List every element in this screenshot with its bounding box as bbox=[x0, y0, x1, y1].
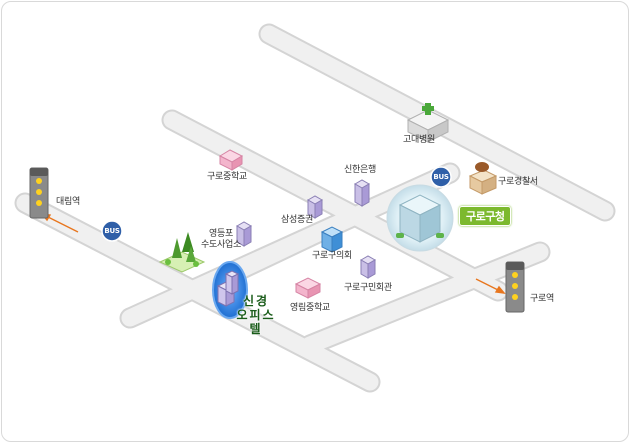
landmark-label-waterworks-line2: 수도사업소 bbox=[201, 240, 241, 250]
bank-building-icon bbox=[353, 179, 371, 207]
landmark-label-middle-school: 구로중학교 bbox=[207, 172, 247, 182]
destination-label: 신경 오피스텔 bbox=[231, 294, 281, 336]
district-office-icon bbox=[386, 184, 454, 252]
civic-hall-building-icon bbox=[359, 255, 377, 279]
destination-label-line2: 오피스텔 bbox=[236, 308, 276, 336]
landmark-label-securities: 삼성증권 bbox=[281, 215, 313, 225]
bus-stop-icon-right bbox=[430, 166, 452, 188]
hospital-building-icon bbox=[406, 103, 450, 143]
bus-stop-icon-left bbox=[101, 220, 123, 242]
landmark-label-bank: 신한은행 bbox=[344, 165, 376, 175]
destination-label-line1: 신경 bbox=[242, 294, 270, 308]
landmark-label-council: 구로구의회 bbox=[312, 251, 352, 261]
direction-arrow-right bbox=[475, 278, 506, 294]
park-trees-icon bbox=[158, 232, 206, 273]
school-building-icon-2 bbox=[294, 277, 322, 299]
landmark-label-hospital: 고대병원 bbox=[403, 135, 435, 145]
bus-stop-label: BUS bbox=[104, 227, 120, 235]
landmark-label-civic-hall: 구로구민회관 bbox=[344, 283, 392, 293]
destination-marker-icon bbox=[212, 261, 248, 319]
landmark-label-waterworks: 영등포 수도사업소 bbox=[198, 229, 244, 251]
waterworks-building-icon bbox=[235, 221, 253, 247]
landmark-label-police: 구로경찰서 bbox=[498, 177, 538, 187]
station-label-daerim: 대림역 bbox=[56, 197, 80, 207]
landmark-label-waterworks-line1: 영등포 bbox=[209, 229, 233, 239]
school-building-icon bbox=[218, 149, 244, 171]
road-surface bbox=[16, 25, 614, 391]
station-label-guro: 구로역 bbox=[530, 294, 554, 304]
subway-station-icon-daerim bbox=[29, 167, 49, 219]
landmark-label-yeongrim-school: 영림중학교 bbox=[290, 303, 330, 313]
securities-building-icon bbox=[306, 195, 324, 219]
police-station-icon bbox=[468, 162, 498, 195]
council-building-icon bbox=[320, 226, 344, 253]
subway-station-icon-guro bbox=[505, 261, 525, 313]
bus-stop-label: BUS bbox=[433, 173, 449, 181]
district-office-badge: 구로구청 bbox=[459, 206, 512, 226]
